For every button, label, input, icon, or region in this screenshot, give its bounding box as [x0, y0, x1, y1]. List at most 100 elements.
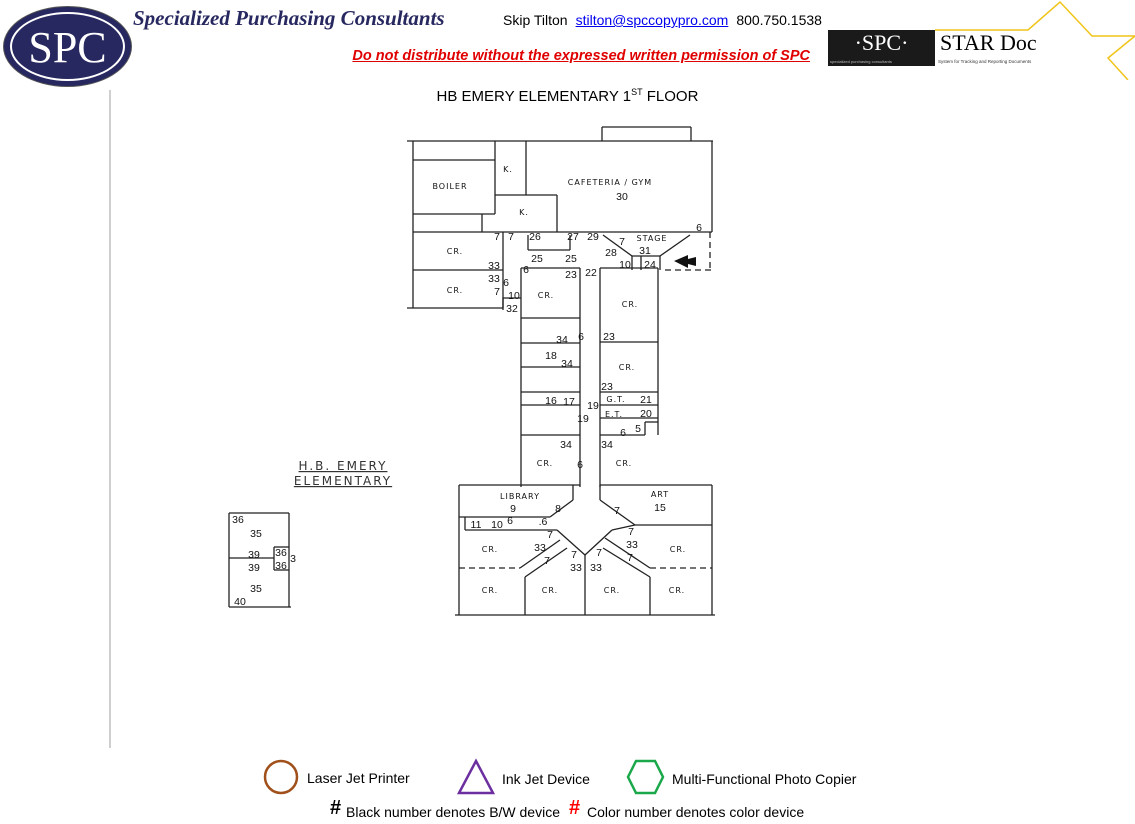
legend-bw-note: Black number denotes B/W device [346, 804, 560, 820]
room-label: CR. [482, 586, 498, 595]
wall-line [519, 539, 561, 569]
legend-laser: Laser Jet Printer [307, 770, 410, 786]
contact-email-link[interactable]: stilton@spccopypro.com [575, 12, 729, 28]
contact-name: Skip Tilton [503, 12, 568, 28]
wall-line [599, 499, 636, 526]
room-label: 36 [232, 514, 244, 526]
room-label: LIBRARY [500, 492, 540, 501]
wall-line [524, 547, 568, 578]
handwritten-school-name: ELEMENTARY [294, 474, 392, 488]
room-label: 7 [494, 231, 500, 243]
room-label: 30 [616, 191, 628, 203]
room-label: 26 [529, 231, 541, 243]
wall-line [584, 529, 613, 556]
room-label: 7 [628, 526, 634, 538]
copier-hexagon-icon [626, 759, 665, 795]
room-label: 33 [534, 542, 546, 554]
room-label: 35 [250, 528, 262, 540]
room-label: 7 [614, 505, 620, 517]
room-label: .6 [539, 516, 548, 528]
room-label: G.T. [606, 395, 625, 404]
wall-line [602, 547, 651, 578]
wall-line [556, 529, 586, 556]
room-label: 7 [627, 552, 633, 564]
room-label: 29 [587, 231, 599, 243]
room-label: 10 [619, 259, 631, 271]
laser-printer-circle-icon [263, 759, 299, 795]
contact-phone: 800.750.1538 [736, 12, 822, 28]
room-label: 6 [523, 264, 529, 276]
room-label: 6 [620, 427, 626, 439]
star-doc-title: STAR Doc [940, 30, 1037, 55]
room-label: CR. [669, 586, 685, 595]
company-name: Specialized Purchasing Consultants [133, 6, 445, 30]
room-label: 7 [619, 236, 625, 248]
room-label: 5 [635, 423, 641, 435]
wall-line [659, 234, 691, 257]
room-label: 23 [601, 381, 613, 393]
room-label: CR. [538, 291, 554, 300]
room-label: 16 [545, 395, 557, 407]
contact-row: Skip Tilton stilton@spccopypro.com 800.7… [503, 12, 822, 29]
room-label: 15 [654, 502, 666, 514]
legend-inkjet: Ink Jet Device [502, 771, 590, 787]
room-label: 33 [488, 273, 500, 285]
room-label: 7 [544, 555, 550, 567]
room-label: 7 [596, 547, 602, 559]
room-label: 24 [644, 259, 656, 271]
room-label: 17 [563, 396, 575, 408]
room-label: 23 [603, 331, 615, 343]
room-label: 6 [577, 459, 583, 471]
room-label: CR. [619, 363, 635, 372]
room-label: 21 [640, 394, 652, 406]
spc-logo: SPC [3, 6, 132, 87]
entrance-arrow-icon [674, 255, 696, 268]
room-label: 33 [488, 260, 500, 272]
room-label: K. [519, 208, 529, 217]
room-label: CR. [537, 459, 553, 468]
room-label: 32 [506, 303, 518, 315]
room-label: 35 [250, 583, 262, 595]
room-label: 10 [491, 519, 503, 531]
room-label: 7 [547, 529, 553, 541]
room-label: 25 [565, 253, 577, 265]
room-label: 11 [471, 519, 482, 531]
room-label: CR. [622, 300, 638, 309]
room-label: 6 [503, 277, 509, 289]
room-label: 39 [248, 549, 260, 561]
legend-copier: Multi-Functional Photo Copier [672, 771, 857, 787]
room-label: 22 [585, 267, 597, 279]
room-label: 20 [640, 408, 652, 420]
handwritten-school-name: H.B. EMERY [299, 459, 388, 473]
room-label: 6 [578, 331, 584, 343]
room-label: 7 [571, 549, 577, 561]
room-label: 28 [605, 247, 617, 259]
room-label: E.T. [605, 410, 623, 419]
room-label: CR. [670, 545, 686, 554]
room-label: 34 [556, 334, 568, 346]
room-label: CR. [542, 586, 558, 595]
room-label: 10 [508, 290, 520, 302]
room-label: CR. [616, 459, 632, 468]
legend-color-note: Color number denotes color device [587, 804, 805, 820]
room-label: CAFETERIA / GYM [568, 178, 652, 187]
room-label: BOILER [432, 182, 467, 191]
room-label: 36 [275, 560, 287, 572]
room-label: 25 [531, 253, 543, 265]
room-label: 7 [494, 286, 500, 298]
wall-line [602, 234, 633, 257]
room-label: 3 [290, 553, 296, 565]
distribution-warning: Do not distribute without the expressed … [352, 48, 810, 64]
room-label: 34 [561, 358, 573, 370]
room-label: CR. [447, 286, 463, 295]
room-label: 6 [507, 515, 513, 527]
margin-rule [109, 90, 111, 748]
room-label: 40 [234, 596, 246, 608]
document-title: HB EMERY ELEMENTARY 1ST FLOOR [436, 87, 699, 105]
star-outline-icon [935, 0, 1135, 80]
room-label: 27 [567, 231, 579, 243]
room-label: 31 [639, 245, 651, 257]
room-label: 34 [601, 439, 613, 451]
wall-line [549, 499, 574, 518]
